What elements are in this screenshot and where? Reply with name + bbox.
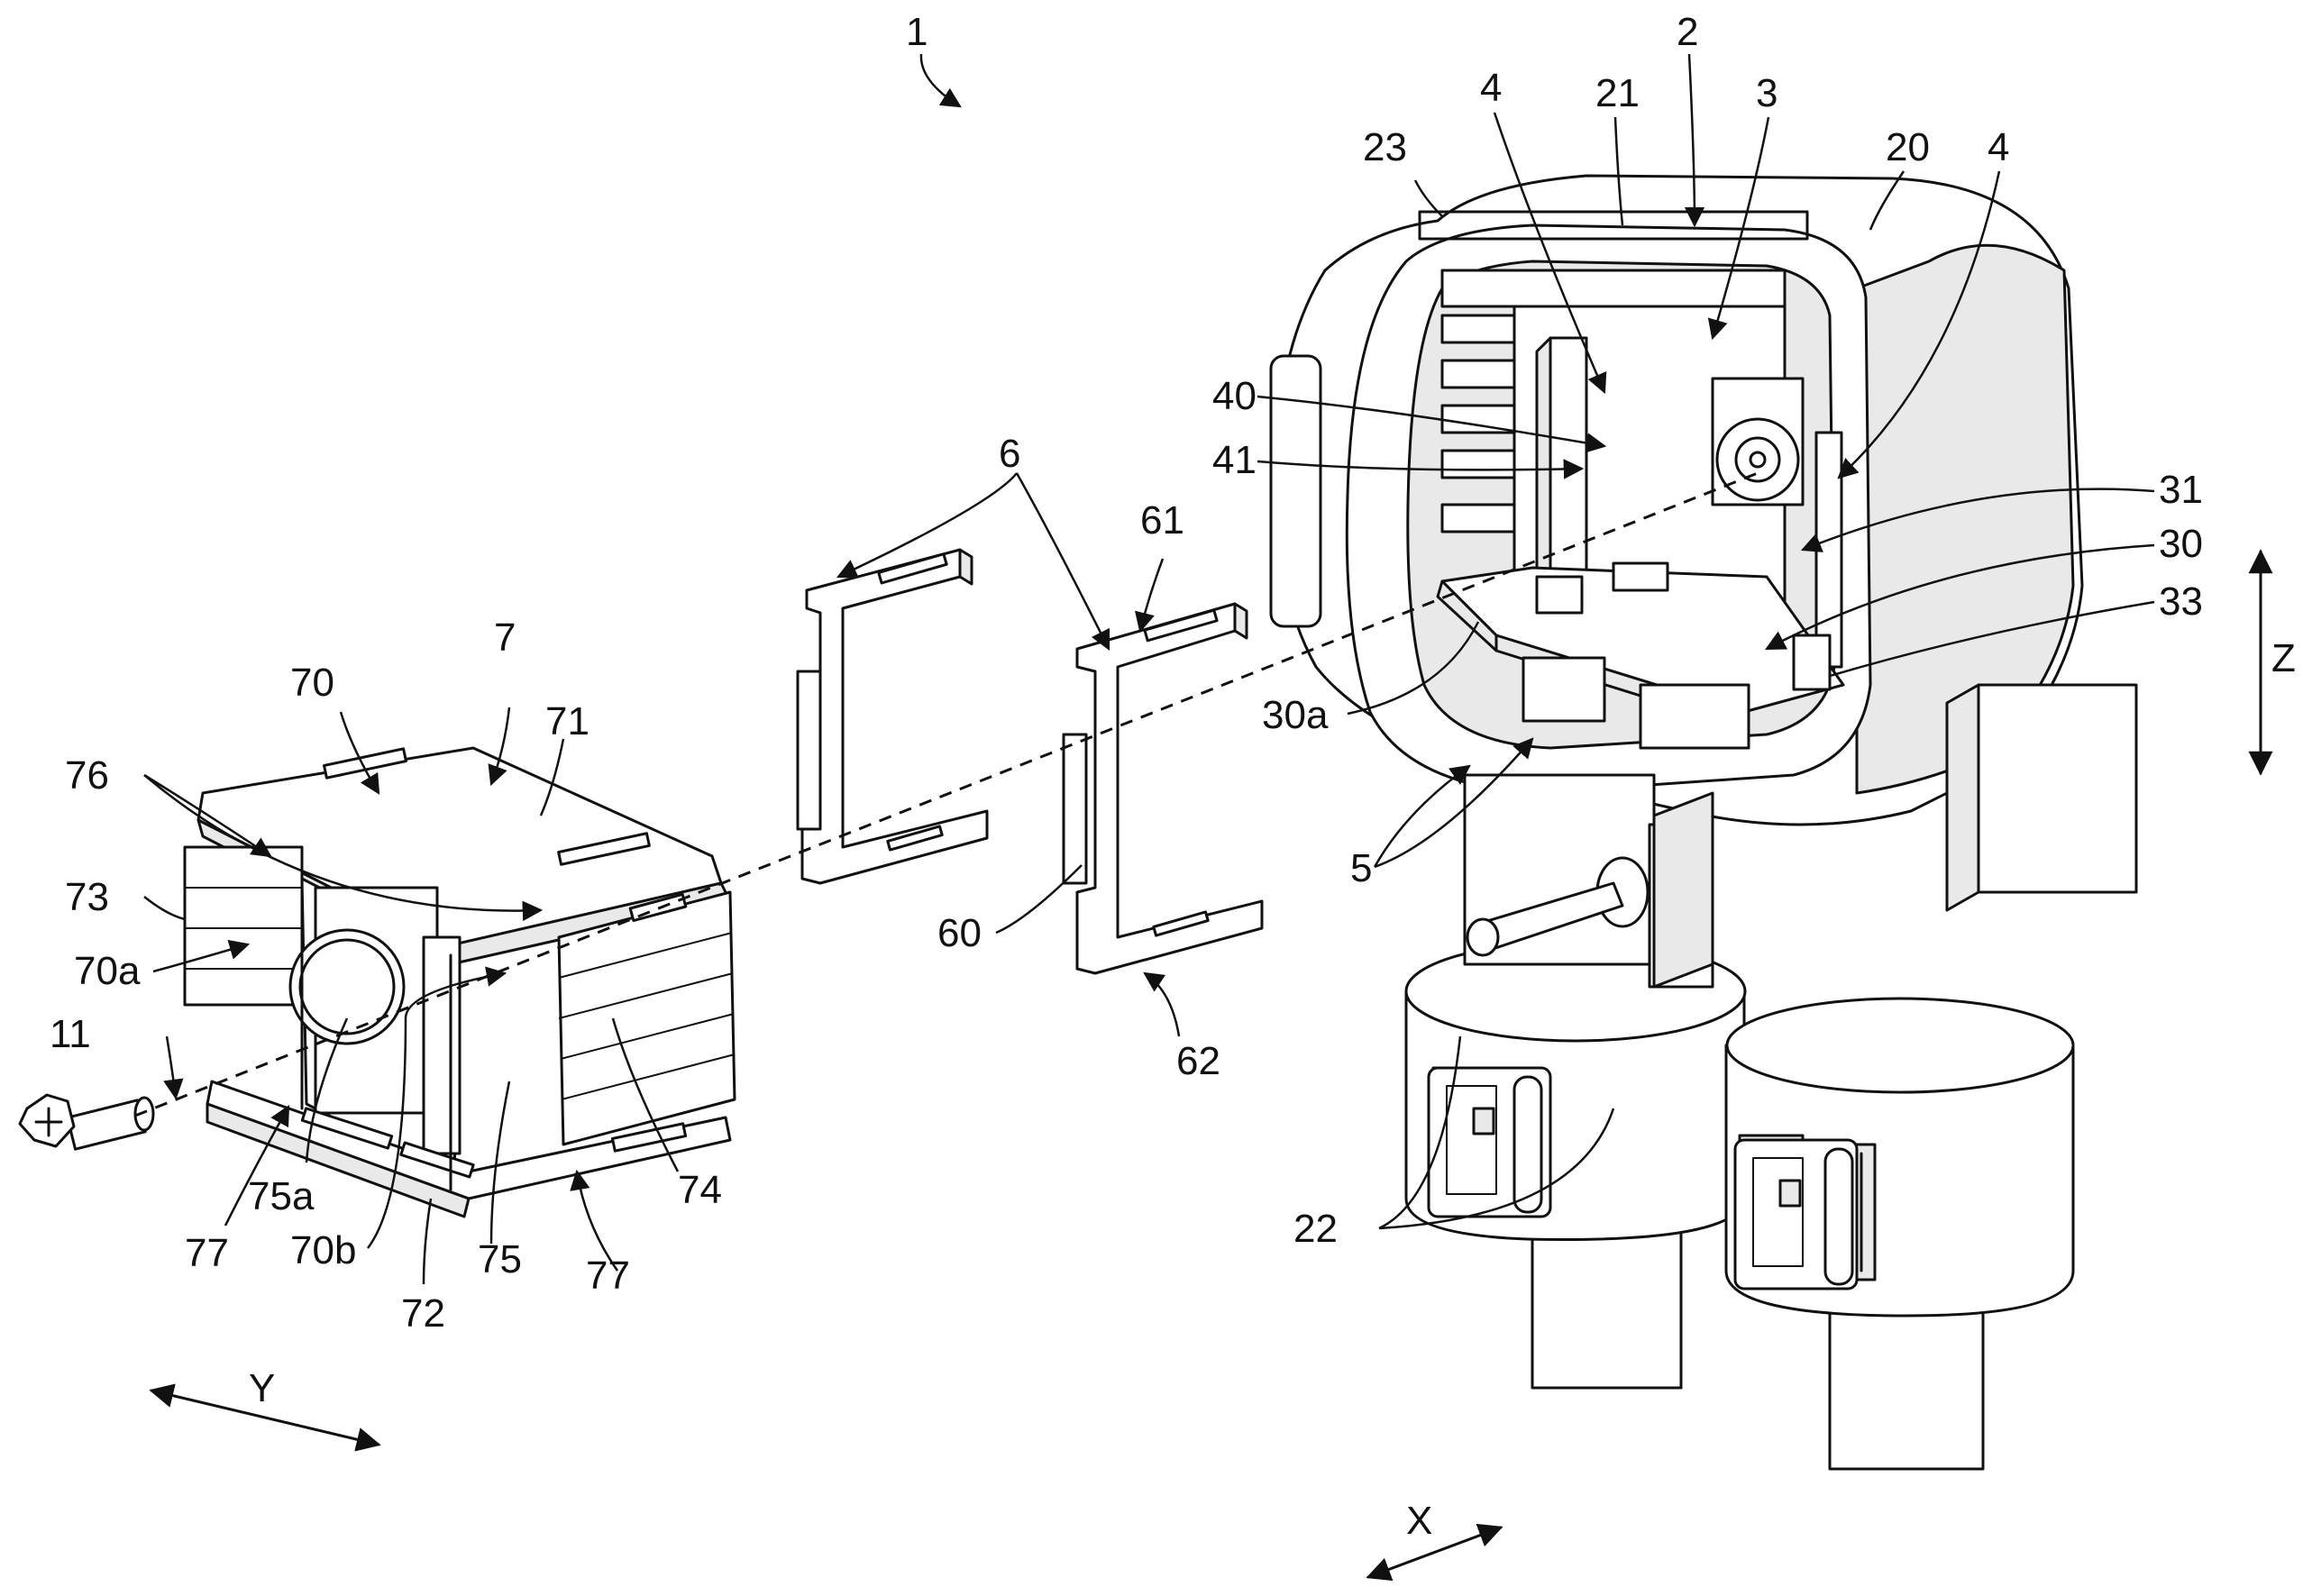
terminal-bracket <box>1463 773 1714 989</box>
label-30a: 30a <box>1262 693 1329 737</box>
label-4-left: 4 <box>1480 66 1502 110</box>
axis-x-label: X <box>1406 1499 1432 1543</box>
label-5: 5 <box>1350 846 1372 890</box>
label-3: 3 <box>1756 71 1778 115</box>
label-74: 74 <box>678 1168 722 1212</box>
label-76: 76 <box>65 753 109 798</box>
label-7: 7 <box>494 616 516 660</box>
label-2: 2 <box>1677 10 1698 54</box>
label-21: 21 <box>1595 71 1640 115</box>
partition <box>1549 336 1588 574</box>
label-73: 73 <box>65 875 109 919</box>
label-20: 20 <box>1886 125 1930 169</box>
label-61: 61 <box>1140 498 1184 543</box>
right-rail <box>1814 431 1843 669</box>
leader-lines <box>143 53 2155 1285</box>
housing-top-bar <box>1418 210 1809 241</box>
axis-y-label: Y <box>249 1366 275 1410</box>
label-33: 33 <box>2159 579 2203 624</box>
housing-assembly <box>1269 174 2138 1471</box>
cable-band-right <box>1733 1138 1859 1290</box>
label-31: 31 <box>2159 468 2203 512</box>
clip-rear <box>796 548 989 885</box>
axis-x: X <box>1366 1499 1503 1582</box>
cover <box>183 746 736 1218</box>
label-70b: 70b <box>290 1228 356 1272</box>
label-71: 71 <box>545 699 589 743</box>
clip-front <box>1062 602 1264 975</box>
label-70a: 70a <box>74 949 141 993</box>
boss <box>1711 377 1805 506</box>
label-40: 40 <box>1212 374 1257 418</box>
label-60: 60 <box>937 911 982 955</box>
label-72: 72 <box>401 1291 445 1336</box>
side-tab-right <box>1977 683 2138 894</box>
label-77-left: 77 <box>185 1231 229 1275</box>
label-23: 23 <box>1363 125 1407 169</box>
label-70: 70 <box>290 661 334 705</box>
axis-y: Y <box>149 1366 381 1452</box>
screw <box>18 1093 155 1151</box>
label-11: 11 <box>50 1012 91 1056</box>
label-1: 1 <box>906 10 928 54</box>
label-75: 75 <box>478 1237 522 1281</box>
cover-hole <box>288 928 406 1045</box>
label-75a: 75a <box>248 1174 315 1218</box>
cable-band-left <box>1427 1066 1552 1218</box>
inner-wall-slots <box>1440 314 1516 534</box>
label-6: 6 <box>999 432 1020 476</box>
reference-labels: 1 2 21 3 4 20 4 23 40 41 31 30 33 30a 5 … <box>50 10 2203 1336</box>
label-30: 30 <box>2159 522 2203 566</box>
post <box>1792 634 1832 691</box>
assembly-axis <box>134 471 1759 1117</box>
label-77-right: 77 <box>586 1254 630 1298</box>
label-41: 41 <box>1212 438 1257 482</box>
label-4-right: 4 <box>1988 125 2009 169</box>
axis-z-label: Z <box>2271 636 2296 680</box>
side-tab-left <box>1269 354 1322 628</box>
label-62: 62 <box>1176 1039 1220 1083</box>
label-22: 22 <box>1293 1207 1338 1251</box>
axis-z: Z <box>2248 549 2296 776</box>
